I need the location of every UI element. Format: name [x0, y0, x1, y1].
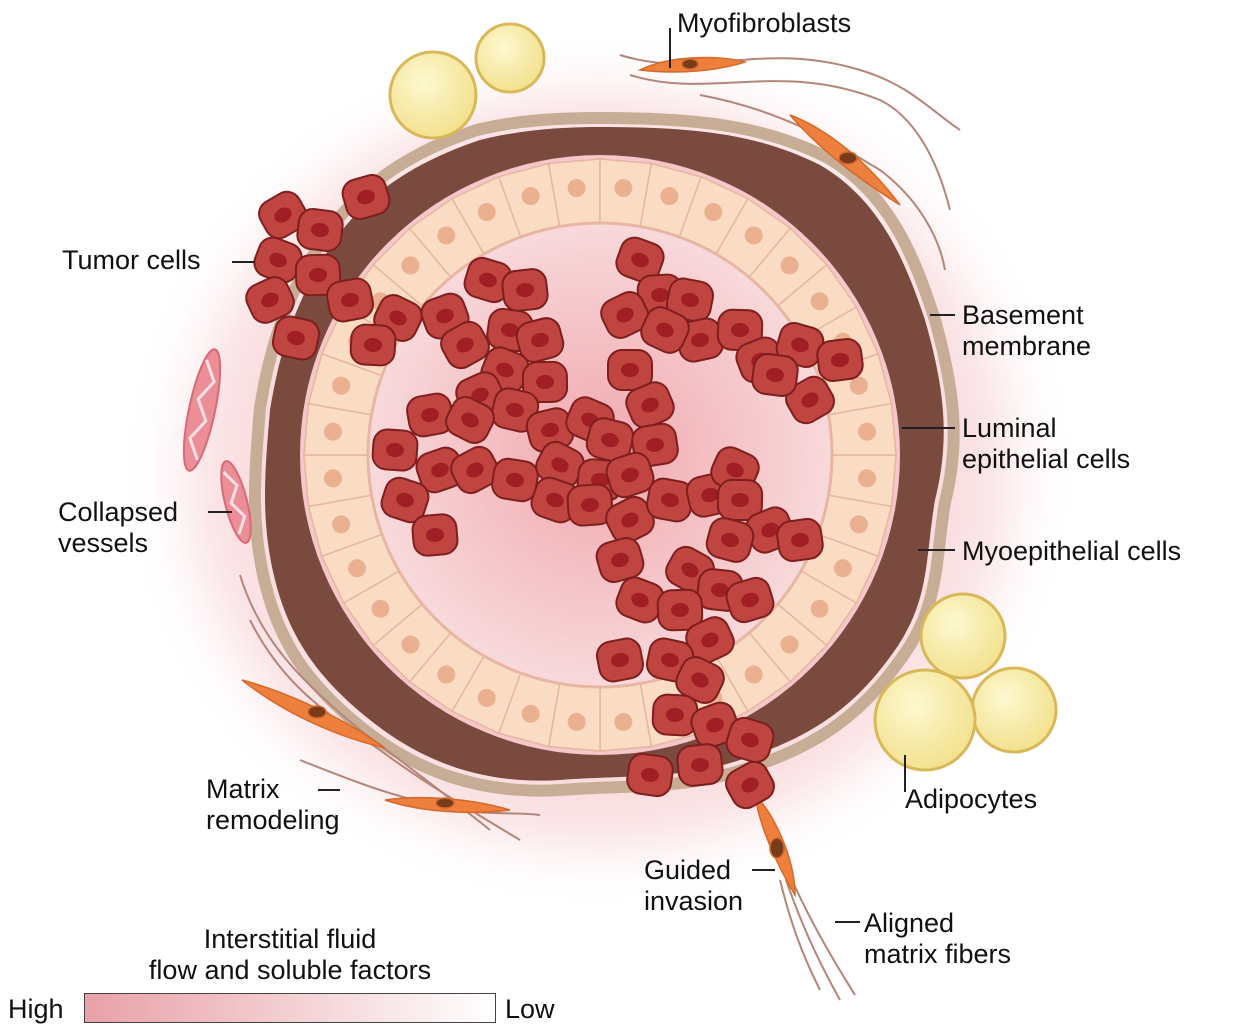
tumor-cell: [296, 207, 345, 252]
tumor-cell: [350, 324, 396, 366]
label-matrix-remodeling: Matrix remodeling: [206, 774, 340, 836]
epithelial-nucleus: [332, 515, 350, 533]
legend-low-label: Low: [505, 994, 555, 1025]
epithelial-nucleus: [834, 559, 852, 577]
label-matrix-line2: remodeling: [206, 805, 340, 836]
epithelial-nucleus: [704, 203, 722, 221]
tumor-cell: [501, 268, 549, 312]
tumor-cell: [411, 513, 458, 557]
label-luminal-line2: epithelial cells: [962, 444, 1130, 475]
epithelial-nucleus: [850, 515, 868, 533]
epithelial-nucleus: [568, 179, 586, 197]
label-luminal-line1: Luminal: [962, 413, 1130, 444]
label-matrix-line1: Matrix: [206, 774, 340, 805]
epithelial-nucleus: [332, 377, 350, 395]
tumor-cell: [372, 429, 419, 472]
epithelial-nucleus: [324, 423, 342, 441]
tumor-cell: [625, 752, 674, 798]
label-basement-membrane: Basement membrane: [962, 300, 1091, 362]
label-aligned-line2: matrix fibers: [864, 939, 1011, 970]
label-aligned-matrix-fibers: Aligned matrix fibers: [864, 908, 1011, 970]
tumor-cell: [816, 337, 865, 382]
epithelial-nucleus: [324, 469, 342, 487]
label-guided-invasion: Guided invasion: [644, 855, 743, 917]
epithelial-nucleus: [858, 423, 876, 441]
epithelial-nucleus: [437, 226, 455, 244]
epithelial-nucleus: [811, 600, 829, 618]
epithelial-nucleus: [781, 636, 799, 654]
label-luminal-epithelial-cells: Luminal epithelial cells: [962, 413, 1130, 475]
label-adipocytes: Adipocytes: [905, 784, 1037, 815]
legend-gradient-bar: [84, 993, 496, 1023]
legend-title: Interstitial fluid flow and soluble fact…: [100, 924, 480, 986]
label-basement-membrane-line1: Basement: [962, 300, 1091, 331]
legend-title-line2: flow and soluble factors: [100, 955, 480, 986]
label-aligned-line1: Aligned: [864, 908, 1011, 939]
epithelial-nucleus: [522, 705, 540, 723]
epithelial-nucleus: [745, 226, 763, 244]
legend-high-label: High: [8, 994, 64, 1025]
epithelial-nucleus: [858, 469, 876, 487]
label-guided-line1: Guided: [644, 855, 743, 886]
epithelial-nucleus: [371, 600, 389, 618]
epithelial-nucleus: [401, 636, 419, 654]
epithelial-nucleus: [614, 179, 632, 197]
epithelial-nucleus: [811, 292, 829, 310]
tumor-cell: [652, 694, 698, 736]
epithelial-nucleus: [745, 666, 763, 684]
tumor-cell: [751, 352, 800, 397]
epithelial-nucleus: [401, 256, 419, 274]
epithelial-nucleus: [781, 256, 799, 274]
legend-title-line1: Interstitial fluid: [100, 924, 480, 955]
epithelial-nucleus: [478, 689, 496, 707]
label-tumor-cells: Tumor cells: [62, 245, 201, 276]
tumor-cell: [608, 350, 652, 390]
epithelial-nucleus: [437, 666, 455, 684]
epithelial-nucleus: [614, 713, 632, 731]
tumor-cell: [775, 517, 824, 563]
label-guided-line2: invasion: [644, 886, 743, 917]
epithelial-nucleus: [348, 559, 366, 577]
label-myofibroblasts: Myofibroblasts: [677, 8, 851, 39]
epithelial-nucleus: [478, 203, 496, 221]
label-collapsed-line1: Collapsed: [58, 497, 178, 528]
label-basement-membrane-line2: membrane: [962, 331, 1091, 362]
label-collapsed-line2: vessels: [58, 528, 178, 559]
epithelial-nucleus: [522, 187, 540, 205]
label-collapsed-vessels: Collapsed vessels: [58, 497, 178, 559]
label-myoepithelial-cells: Myoepithelial cells: [962, 536, 1181, 567]
epithelial-nucleus: [660, 187, 678, 205]
tumor-cell: [676, 743, 724, 787]
epithelial-nucleus: [568, 713, 586, 731]
